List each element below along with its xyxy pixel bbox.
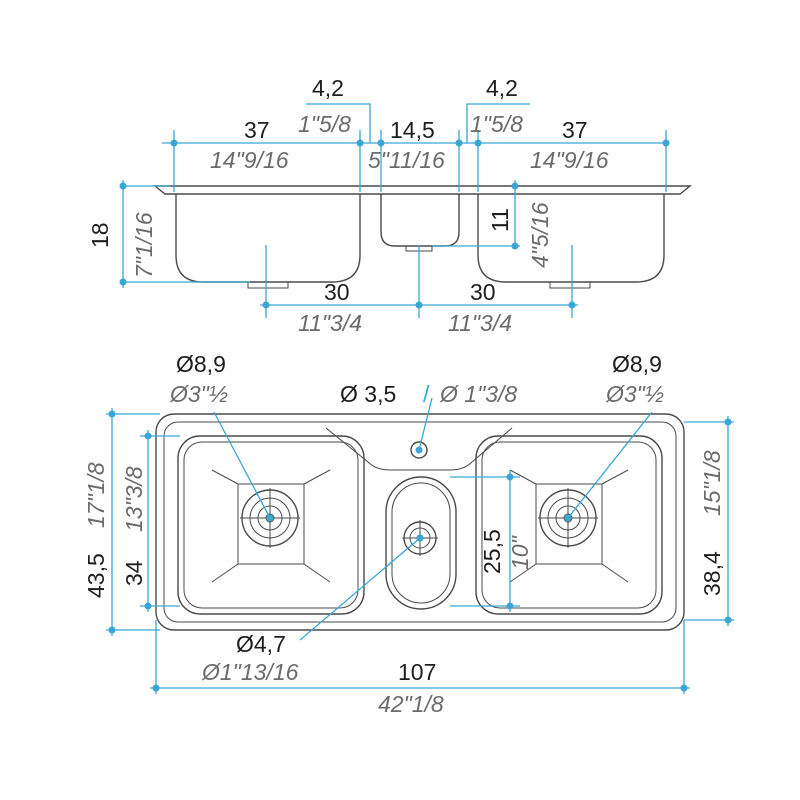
tap-hole-separator: /	[423, 381, 430, 407]
drain-spacing-left-imperial: 11"3/4	[298, 310, 362, 336]
tap-hole-imperial: Ø 1"3/8	[439, 381, 517, 407]
total-length-imperial: 42"1/8	[378, 691, 444, 717]
sink-outer-rim	[155, 413, 685, 631]
gap-right-imperial: 1"5/8	[470, 111, 523, 137]
small-drain-imperial: Ø1"13/16	[201, 659, 299, 685]
bowl-depth-metric: 18	[87, 222, 113, 248]
right-bowl-profile	[477, 194, 665, 283]
tap-hole-metric: Ø 3,5	[340, 381, 396, 407]
right-drain-imperial: Ø3"½	[605, 381, 664, 407]
total-depth-imperial: 17"1/8	[83, 462, 109, 528]
middle-bowl	[385, 476, 457, 610]
right-bowl-depth-imperial: 15"1/8	[699, 450, 725, 516]
right-width-imperial: 14"9/16	[530, 147, 609, 173]
right-bowl-grooves	[509, 469, 629, 583]
total-depth-metric: 43,5	[83, 553, 109, 598]
sink-rim	[153, 185, 692, 195]
right-width-metric: 37	[562, 117, 588, 143]
sink-inner-rim	[163, 421, 677, 623]
small-bowl-length-metric: 25,5	[479, 529, 505, 574]
left-bowl-grooves	[211, 469, 331, 583]
section-dimension-lines	[119, 103, 670, 318]
gap-right-metric: 4,2	[486, 75, 518, 101]
left-width-imperial: 14"9/16	[210, 147, 289, 173]
left-drain-icon	[240, 488, 300, 548]
left-bowl-profile	[175, 194, 361, 283]
plan-dimension-lines	[106, 397, 734, 694]
right-drain-metric: Ø8,9	[612, 351, 662, 377]
right-bowl	[475, 435, 663, 615]
left-bowl-depth-metric: 34	[121, 560, 147, 586]
gap-left-metric: 4,2	[312, 75, 344, 101]
drain-spacing-right-imperial: 11"3/4	[448, 310, 512, 336]
drain-spacing-left-metric: 30	[324, 279, 350, 305]
middle-bowl-profile	[380, 194, 460, 247]
left-drain-imperial: Ø3"½	[169, 381, 228, 407]
left-drain-metric: Ø8,9	[176, 351, 226, 377]
left-bowl	[177, 435, 365, 615]
left-width-metric: 37	[244, 117, 270, 143]
small-bowl-depth-imperial: 4"5/16	[527, 202, 553, 268]
small-bowl-depth-metric: 11	[487, 208, 513, 232]
section-view: 4,2 1"5/8 4,2 1"5/8 37 14"9/16 14,5 5"11…	[87, 75, 692, 336]
small-bowl-length-imperial: 10"	[507, 534, 533, 570]
middle-width-metric: 14,5	[390, 117, 435, 143]
drain-spacing-right-metric: 30	[470, 279, 496, 305]
left-bowl-depth-imperial: 13"3/8	[121, 466, 147, 532]
total-length-metric: 107	[398, 659, 436, 685]
tap-hole	[410, 441, 428, 459]
right-bowl-drain-profile	[549, 282, 591, 289]
middle-width-imperial: 5"11/16	[368, 147, 445, 173]
plan-view: Ø8,9 Ø3"½ Ø8,9 Ø3"½ Ø 3,5 / Ø 1"3/8 Ø4,7…	[83, 351, 734, 717]
gap-left-imperial: 1"5/8	[298, 111, 351, 137]
left-bowl-drain-profile	[247, 282, 289, 289]
small-drain-metric: Ø4,7	[236, 631, 286, 657]
bowl-depth-imperial: 7"1/16	[131, 212, 157, 278]
tap-ledge	[325, 427, 513, 471]
right-bowl-depth-metric: 38,4	[699, 551, 725, 596]
